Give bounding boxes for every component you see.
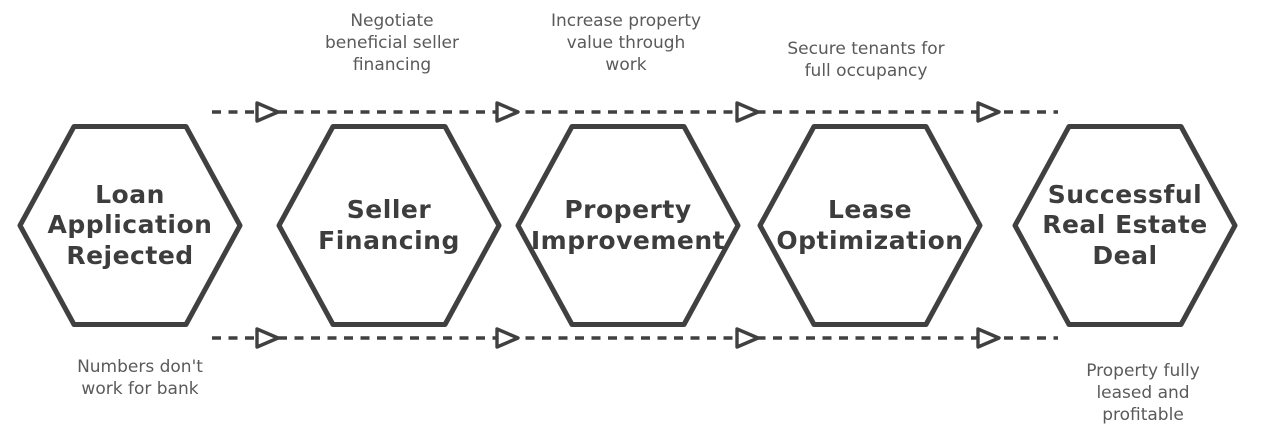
arrowhead-icon bbox=[495, 327, 520, 349]
annotation-property-fully-leased: Property fully leased and profitable bbox=[1086, 361, 1200, 426]
annotation-secure-tenants: Secure tenants for full occupancy bbox=[787, 39, 945, 82]
node-label: Seller Financing bbox=[318, 195, 460, 255]
annotation-numbers-dont-work: Numbers don't work for bank bbox=[77, 357, 203, 400]
node-loan-application-rejected: Loan Application Rejected bbox=[17, 123, 243, 328]
hexagon-shape bbox=[1012, 124, 1238, 327]
arrowhead-icon bbox=[976, 327, 1001, 349]
arrowhead-icon bbox=[976, 101, 1001, 123]
node-property-improvement: Property Improvement bbox=[515, 123, 741, 328]
annotation-increase-property-value: Increase property value through work bbox=[550, 11, 702, 76]
arrowhead-icon bbox=[735, 101, 760, 123]
hexagon-shape bbox=[276, 124, 502, 327]
annotation-negotiate-seller-financing: Negotiate beneficial seller financing bbox=[324, 11, 460, 76]
node-successful-real-estate-deal: Successful Real Estate Deal bbox=[1012, 123, 1238, 328]
node-lease-optimization: Lease Optimization bbox=[757, 123, 983, 328]
node-label: Lease Optimization bbox=[776, 195, 964, 255]
arrowhead-icon bbox=[495, 101, 520, 123]
arrowhead-icon bbox=[735, 327, 760, 349]
node-label: Successful Real Estate Deal bbox=[1042, 179, 1208, 270]
node-label: Property Improvement bbox=[530, 195, 726, 255]
hexagon-shape bbox=[757, 124, 983, 327]
arrowhead-icon bbox=[255, 101, 280, 123]
arrowhead-icon bbox=[255, 327, 280, 349]
hexagon-shape bbox=[515, 124, 741, 327]
node-label: Loan Application Rejected bbox=[47, 179, 213, 270]
hexagon-shape bbox=[17, 124, 243, 327]
node-seller-financing: Seller Financing bbox=[276, 123, 502, 328]
